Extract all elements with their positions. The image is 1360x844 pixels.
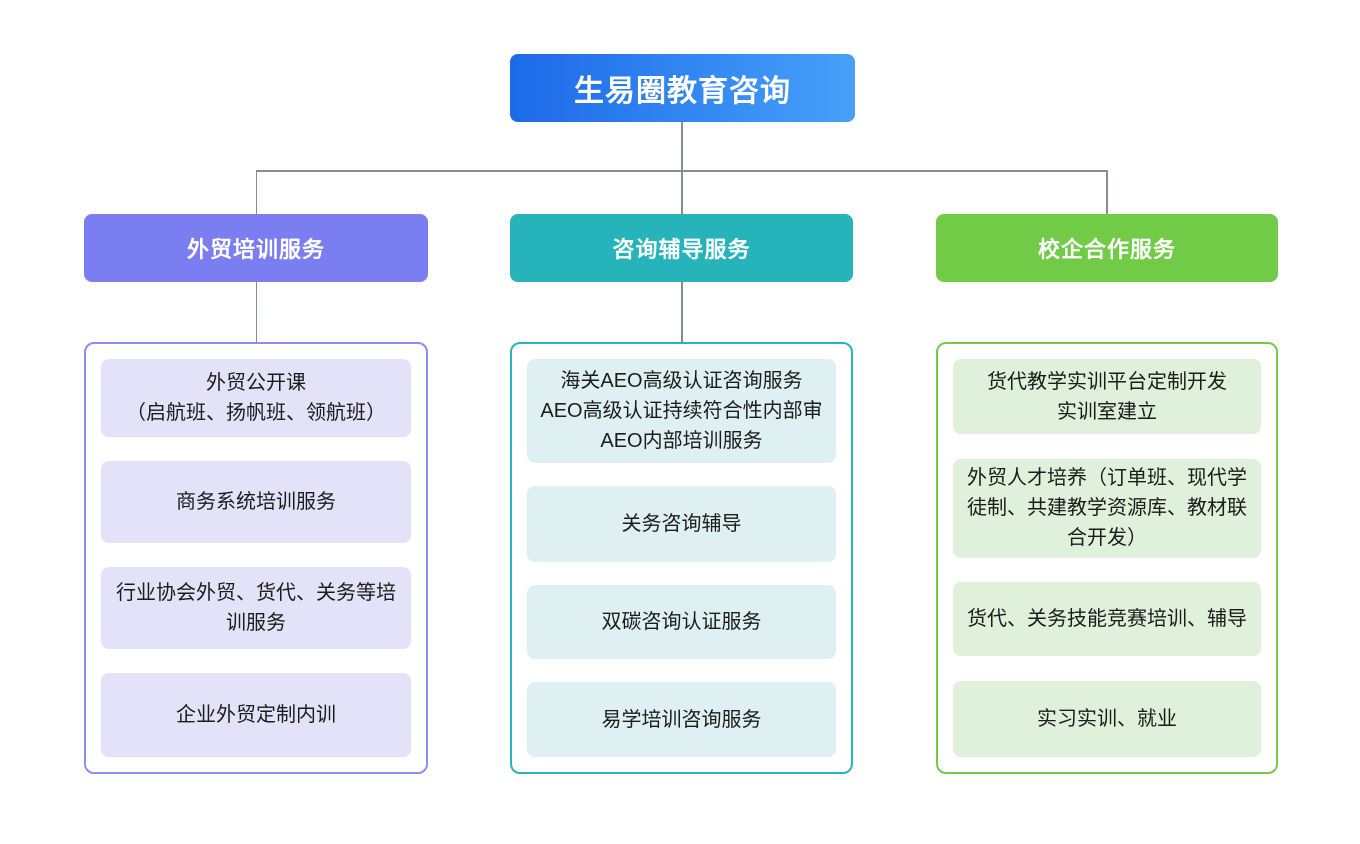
- branch-header-consulting-coaching: 咨询辅导服务: [510, 214, 853, 282]
- branch-header-label: 咨询辅导服务: [612, 237, 751, 262]
- item-node: 外贸公开课 （启航班、扬帆班、领航班）: [101, 359, 411, 437]
- item-node: 双碳咨询认证服务: [527, 585, 836, 659]
- branch-header-trade-training: 外贸培训服务: [84, 214, 428, 282]
- root-node-label: 生易圈教育咨询: [574, 75, 791, 108]
- connector-branch2-panel: [681, 282, 683, 342]
- connector-branch1-panel: [255, 282, 257, 342]
- item-node: 关务咨询辅导: [527, 486, 836, 562]
- branch-header-school-enterprise: 校企合作服务: [936, 214, 1278, 282]
- connector-root-down: [681, 122, 683, 170]
- item-node: 易学培训咨询服务: [527, 682, 836, 757]
- branch-header-label: 外贸培训服务: [186, 237, 325, 262]
- item-node: 海关AEO高级认证咨询服务 AEO高级认证持续符合性内部审 AEO内部培训服务: [527, 359, 836, 463]
- item-node: 外贸人才培养（订单班、现代学徒制、共建教学资源库、教材联合开发）: [953, 458, 1261, 558]
- panel-school-enterprise: 货代教学实训平台定制开发 实训室建立 外贸人才培养（订单班、现代学徒制、共建教学…: [936, 342, 1278, 774]
- connector-branch3-down: [1106, 170, 1108, 214]
- panel-consulting-coaching: 海关AEO高级认证咨询服务 AEO高级认证持续符合性内部审 AEO内部培训服务 …: [510, 342, 853, 774]
- panel-trade-training: 外贸公开课 （启航班、扬帆班、领航班） 商务系统培训服务 行业协会外贸、货代、关…: [84, 342, 428, 774]
- item-node: 实习实训、就业: [953, 680, 1261, 757]
- item-node: 企业外贸定制内训: [101, 673, 411, 757]
- item-node: 商务系统培训服务: [101, 461, 411, 543]
- item-node: 货代教学实训平台定制开发 实训室建立: [953, 359, 1261, 434]
- item-node: 行业协会外贸、货代、关务等培训服务: [101, 567, 411, 649]
- branch-header-label: 校企合作服务: [1037, 237, 1176, 262]
- item-node: 货代、关务技能竞赛培训、辅导: [953, 582, 1261, 657]
- connector-branch2-down: [681, 170, 683, 214]
- connector-branch1-down: [255, 170, 257, 214]
- root-node: 生易圈教育咨询: [510, 54, 855, 122]
